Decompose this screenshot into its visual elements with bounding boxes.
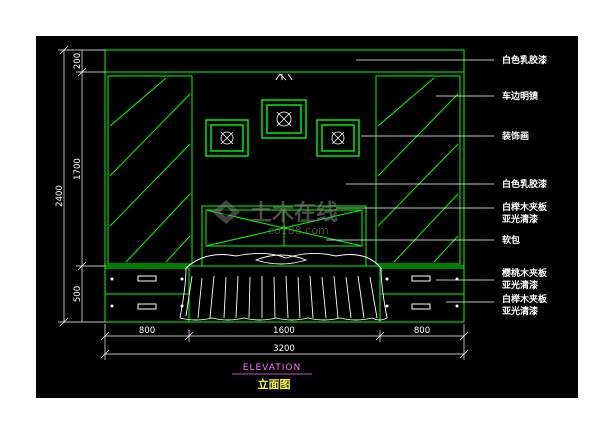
dim-center-width: 1600 [273, 326, 295, 336]
cabinet-handles [137, 275, 431, 310]
dim-total-height: 2400 [55, 185, 65, 207]
dim-mid-height: 1700 [73, 158, 83, 180]
label-cherry-plywood: 樱桃木夹板 [501, 267, 548, 279]
material-labels: 白色乳胶漆 车边明镜 装饰画 白色乳胶漆 白榉木夹板 亚光清漆 软包 樱桃木夹板… [501, 54, 548, 317]
dim-bottom-height: 500 [73, 286, 83, 302]
bed [179, 253, 388, 321]
horizontal-dimensions [100, 324, 469, 360]
mirror-right [375, 75, 461, 265]
label-white-latex-mid: 白色乳胶漆 [502, 178, 547, 190]
label-white-latex-top: 白色乳胶漆 [502, 54, 547, 66]
title-english: ELEVATION [243, 363, 301, 373]
label-matte-varnish-2: 亚光清漆 [502, 279, 538, 291]
leader-lines [326, 59, 494, 303]
elevation-svg: 白色乳胶漆 车边明镜 装饰画 白色乳胶漆 白榉木夹板 亚光清漆 软包 樱桃木夹板… [55, 45, 548, 391]
label-beech-plywood: 白榉木夹板 [502, 201, 548, 213]
vertical-dimensions [58, 45, 105, 327]
label-decorative-painting: 装饰画 [501, 130, 529, 142]
title-chinese: 立面图 [258, 377, 291, 391]
mirror-left [107, 75, 193, 265]
wall-outline [104, 49, 465, 323]
label-beveled-mirror: 车边明镜 [502, 90, 538, 102]
dim-total-width: 3200 [273, 344, 295, 354]
label-beech-plywood-2: 白榉木夹板 [502, 293, 548, 305]
label-matte-varnish-3: 亚光清漆 [502, 305, 538, 317]
dim-left-width: 800 [139, 326, 155, 336]
painting-details [220, 111, 345, 145]
dim-top-band: 200 [73, 53, 83, 69]
side-cabinets [104, 267, 465, 323]
watermark-text: 土木在线 [250, 200, 338, 226]
watermark-logo-icon [212, 200, 240, 224]
watermark: 土木在线 co188.com [212, 200, 338, 237]
decorative-paintings [205, 99, 360, 157]
watermark-url: co188.com [268, 224, 329, 237]
elevation-drawing: 白色乳胶漆 车边明镜 装饰画 白色乳胶漆 白榉木夹板 亚光清漆 软包 樱桃木夹板… [36, 36, 578, 398]
label-matte-varnish-1: 亚光清漆 [502, 213, 538, 225]
cabinet-dots [110, 277, 459, 308]
dim-right-width: 800 [414, 326, 430, 336]
hook [275, 73, 293, 81]
label-soft-panel: 软包 [502, 234, 520, 246]
